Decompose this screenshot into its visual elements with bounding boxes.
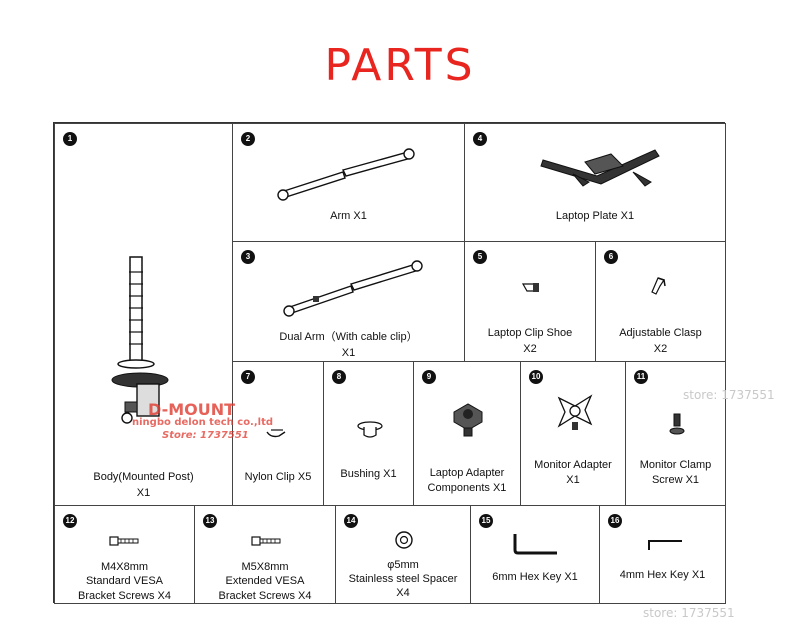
part-caption: Laptop Plate X1 [555,210,635,222]
part-number: 7 [241,370,255,384]
clamp-screw-illustration [669,413,685,435]
part-12-m4-screws: 12 M4X8mm Standard VESA Bracket Screws X… [54,505,195,604]
part-5-laptop-clip-shoe: 5 Laptop Clip Shoe X2 [464,241,596,362]
watermark-store-red: Store: 1737551 [162,430,249,441]
part-quantity: Components X1 [427,482,507,494]
part-number: 12 [63,514,77,528]
part-number: 3 [241,250,255,264]
part-caption: Nylon Clip X5 [244,471,312,483]
part-9-laptop-adapter: 9 Laptop Adapter Components X1 [413,361,521,506]
part-number: 11 [634,370,648,384]
part-7-nylon-clip: 7 Nylon Clip X5 [232,361,324,506]
part-number: 5 [473,250,487,264]
part-caption: Monitor Clamp [639,459,712,471]
part-4-laptop-plate: 4 Laptop Plate X1 [464,123,726,242]
part-1-body: 1 Body(Mounted Post) X1 [54,123,233,506]
monitor-adapter-illustration [557,394,593,430]
part-quantity: X1 [566,474,580,486]
watermark-store-grey-right: store: 1737551 [683,388,775,402]
mounted-post-illustration [111,256,169,424]
part-caption: Body(Mounted Post) [93,471,194,483]
part-number: 14 [344,514,358,528]
part-caption-line2: Standard VESA [85,575,164,587]
part-quantity: Screw X1 [651,474,700,486]
part-number: 1 [63,132,77,146]
laptop-plate-illustration [540,149,660,187]
part-quantity: X1 [136,487,151,499]
part-caption: M4X8mm [100,561,149,573]
watermark-company: ningbo delon tech co.,ltd [132,417,274,428]
part-6-adjustable-clasp: 6 Adjustable Clasp X2 [595,241,726,362]
watermark-store-grey-bottom: store: 1737551 [643,606,735,620]
part-2-arm: 2 Arm X1 [232,123,465,242]
part-3-dual-arm: 3 Dual Arm（With cable clip） X1 [232,241,465,362]
part-10-monitor-adapter: 10 Monitor Adapter X1 [520,361,626,506]
part-quantity: X4 [396,587,410,599]
part-quantity: X1 [341,347,356,359]
part-number: 4 [473,132,487,146]
part-quantity: X2 [653,343,668,355]
part-15-6mm-hex-key: 15 6mm Hex Key X1 [470,505,600,604]
page-title: PARTS [324,40,476,91]
part-caption: Arm X1 [330,210,367,222]
m5-screw-illustration [251,536,281,546]
watermark-brand: D-MOUNT [148,400,236,419]
spacer-illustration [395,531,413,549]
dual-arm-illustration [283,260,423,317]
part-caption: M5X8mm [241,561,289,573]
part-number: 16 [608,514,622,528]
m4-screw-illustration [109,536,139,546]
part-caption-line2: Extended VESA [225,575,305,587]
clasp-illustration [651,277,666,295]
part-caption: 6mm Hex Key X1 [492,571,578,583]
part-14-spacer: 14 φ5mm Stainless steel Spacer X4 [335,505,471,604]
part-caption-line2: Stainless steel Spacer [348,573,458,585]
part-11-monitor-clamp-screw: 11 Monitor Clamp Screw X1 [625,361,726,506]
part-8-bushing: 8 Bushing X1 [323,361,414,506]
part-caption: Dual Arm（With cable clip） [279,331,418,343]
part-number: 6 [604,250,618,264]
laptop-adapter-illustration [453,403,483,437]
part-caption: Bushing X1 [340,468,397,480]
part-number: 10 [529,370,543,384]
part-caption: Laptop Adapter [429,467,505,479]
hex-key-4mm-illustration [648,540,682,550]
part-16-4mm-hex-key: 16 4mm Hex Key X1 [599,505,726,604]
part-caption: Monitor Adapter [534,459,612,471]
part-number: 15 [479,514,493,528]
part-number: 8 [332,370,346,384]
part-caption: φ5mm [387,559,419,571]
part-quantity: X2 [523,343,537,355]
part-number: 9 [422,370,436,384]
part-caption: Laptop Clip Shoe [487,327,573,339]
arm-illustration [277,148,415,201]
bushing-illustration [357,421,383,438]
nylon-clip-illustration [266,429,286,438]
part-number: 2 [241,132,255,146]
clip-shoe-illustration [521,283,539,292]
part-caption: Adjustable Clasp [619,327,702,339]
part-quantity: Bracket Screws X4 [218,590,312,602]
part-quantity: Bracket Screws X4 [78,590,171,602]
part-caption: 4mm Hex Key X1 [619,569,706,581]
parts-grid: 1 Body(Mounted Post) X1 2 Arm X1 [53,122,726,604]
hex-key-6mm-illustration [513,534,557,555]
part-13-m5-screws: 13 M5X8mm Extended VESA Bracket Screws X… [194,505,336,604]
part-number: 13 [203,514,217,528]
